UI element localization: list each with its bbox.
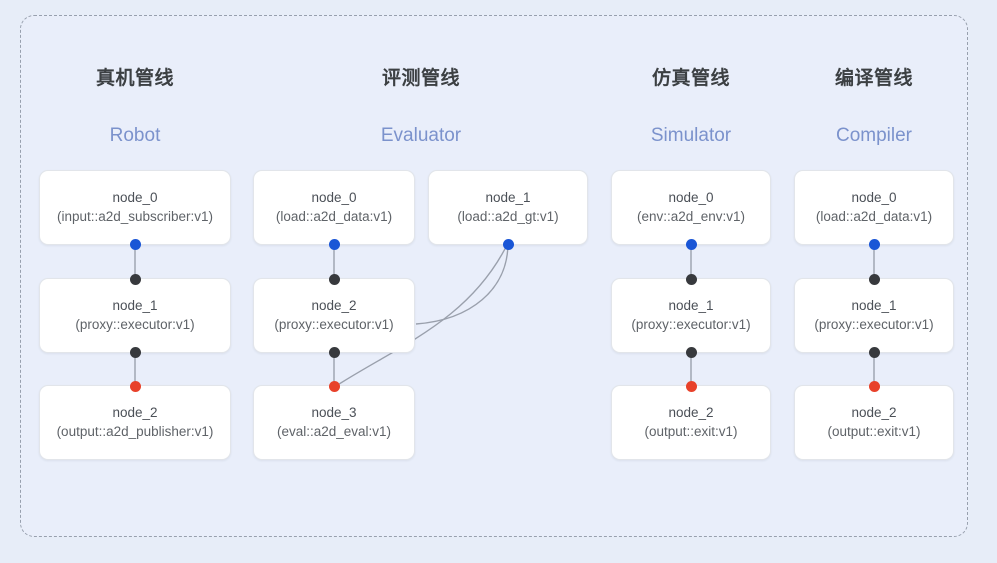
node-title: node_0	[311, 190, 357, 205]
node-spec: (output::exit:v1)	[644, 424, 738, 439]
column-title-cn-robot: 真机管线	[95, 68, 174, 89]
port-input-red-icon[interactable]	[328, 380, 340, 392]
port-input-red-icon[interactable]	[868, 380, 880, 392]
port-output-blue-icon[interactable]	[685, 238, 697, 250]
node-eval-node-0[interactable]: node_0 (load::a2d_data:v1)	[253, 170, 415, 250]
node-spec: (proxy::executor:v1)	[274, 317, 394, 332]
node-title: node_2	[668, 405, 714, 420]
node-title: node_0	[668, 190, 714, 205]
node-sim-node-2[interactable]: node_2 (output::exit:v1)	[611, 380, 771, 460]
node-spec: (proxy::executor:v1)	[75, 317, 195, 332]
node-spec: (output::exit:v1)	[827, 424, 921, 439]
port-input-red-icon[interactable]	[685, 380, 697, 392]
column-title-cn-simulator: 仿真管线	[651, 68, 730, 89]
node-title: node_2	[851, 405, 897, 420]
node-title: node_1	[668, 298, 714, 313]
node-spec: (env::a2d_env:v1)	[636, 209, 746, 224]
node-comp-node-1[interactable]: node_1 (proxy::executor:v1)	[794, 273, 954, 358]
node-eval-node-2[interactable]: node_2 (proxy::executor:v1)	[253, 273, 415, 358]
node-spec: (load::a2d_gt:v1)	[457, 209, 559, 224]
node-title: node_0	[851, 190, 897, 205]
port-input-black-icon[interactable]	[868, 273, 880, 285]
node-comp-node-0[interactable]: node_0 (load::a2d_data:v1)	[794, 170, 954, 250]
column-title-en-compiler: Compiler	[835, 125, 913, 146]
port-input-black-icon[interactable]	[129, 273, 141, 285]
node-sim-node-0[interactable]: node_0 (env::a2d_env:v1)	[611, 170, 771, 250]
port-output-black-icon[interactable]	[328, 346, 340, 358]
node-spec: (proxy::executor:v1)	[814, 317, 934, 332]
port-output-black-icon[interactable]	[129, 346, 141, 358]
column-title-cn-compiler: 编译管线	[834, 68, 913, 89]
port-output-blue-icon[interactable]	[328, 238, 340, 250]
node-eval-node-3[interactable]: node_3 (eval::a2d_eval:v1)	[253, 380, 415, 460]
column-title-en-evaluator: Evaluator	[380, 125, 462, 146]
node-comp-node-2[interactable]: node_2 (output::exit:v1)	[794, 380, 954, 460]
node-sim-node-1[interactable]: node_1 (proxy::executor:v1)	[611, 273, 771, 358]
port-output-blue-icon[interactable]	[129, 238, 141, 250]
port-output-black-icon[interactable]	[685, 346, 697, 358]
column-title-cn-evaluator: 评测管线	[381, 68, 460, 89]
node-title: node_2	[112, 405, 158, 420]
node-title: node_2	[311, 298, 357, 313]
port-input-black-icon[interactable]	[685, 273, 697, 285]
column-title-en-simulator: Simulator	[650, 125, 732, 146]
node-title: node_1	[851, 298, 897, 313]
node-title: node_0	[112, 190, 158, 205]
port-output-blue-icon[interactable]	[502, 238, 514, 250]
node-spec: (output::a2d_publisher:v1)	[56, 424, 214, 439]
node-title: node_3	[311, 405, 357, 420]
node-spec: (input::a2d_subscriber:v1)	[56, 209, 214, 224]
node-robot-node-0[interactable]: node_0 (input::a2d_subscriber:v1)	[39, 170, 231, 250]
column-title-en-robot: Robot	[109, 125, 161, 146]
port-output-black-icon[interactable]	[868, 346, 880, 358]
node-spec: (load::a2d_data:v1)	[815, 209, 933, 224]
node-eval-node-1[interactable]: node_1 (load::a2d_gt:v1)	[428, 170, 588, 250]
node-spec: (load::a2d_data:v1)	[275, 209, 393, 224]
port-input-black-icon[interactable]	[328, 273, 340, 285]
node-title: node_1	[485, 190, 531, 205]
port-output-blue-icon[interactable]	[868, 238, 880, 250]
node-robot-node-2[interactable]: node_2 (output::a2d_publisher:v1)	[39, 380, 231, 460]
node-spec: (eval::a2d_eval:v1)	[276, 424, 392, 439]
node-title: node_1	[112, 298, 158, 313]
node-spec: (proxy::executor:v1)	[631, 317, 751, 332]
port-input-red-icon[interactable]	[129, 380, 141, 392]
node-robot-node-1[interactable]: node_1 (proxy::executor:v1)	[39, 273, 231, 358]
